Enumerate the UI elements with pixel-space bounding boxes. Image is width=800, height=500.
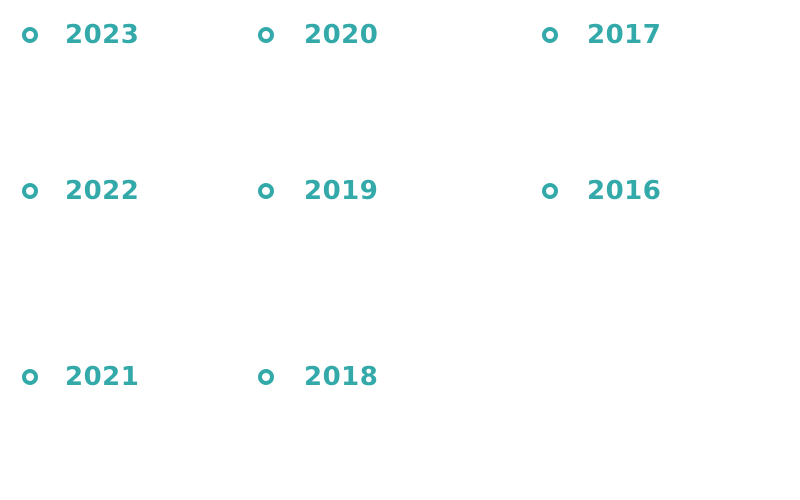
- year-label: 2022: [65, 176, 140, 206]
- year-link-2017[interactable]: 2017: [542, 19, 661, 51]
- year-link-2019[interactable]: 2019: [258, 175, 378, 207]
- year-label: 2023: [65, 20, 140, 50]
- ring-bullet-icon: [542, 183, 558, 199]
- year-label: 2018: [304, 362, 379, 392]
- year-label: 2017: [587, 20, 662, 50]
- ring-bullet-icon: [22, 369, 38, 385]
- ring-bullet-icon: [258, 183, 274, 199]
- year-link-2018[interactable]: 2018: [258, 361, 378, 393]
- ring-bullet-icon: [22, 27, 38, 43]
- year-label: 2016: [587, 176, 662, 206]
- year-link-2021[interactable]: 2021: [22, 361, 139, 393]
- year-link-2023[interactable]: 2023: [22, 19, 139, 51]
- ring-bullet-icon: [22, 183, 38, 199]
- year-link-2016[interactable]: 2016: [542, 175, 661, 207]
- year-link-2020[interactable]: 2020: [258, 19, 378, 51]
- year-label: 2019: [304, 176, 379, 206]
- ring-bullet-icon: [542, 27, 558, 43]
- ring-bullet-icon: [258, 369, 274, 385]
- year-label: 2020: [304, 20, 379, 50]
- year-link-2022[interactable]: 2022: [22, 175, 139, 207]
- ring-bullet-icon: [258, 27, 274, 43]
- year-label: 2021: [65, 362, 140, 392]
